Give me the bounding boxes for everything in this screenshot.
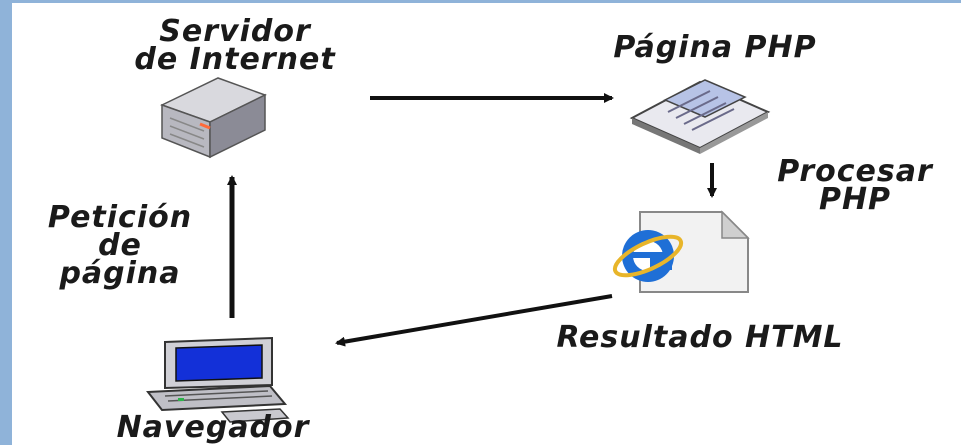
request-label-line3: página <box>59 256 181 291</box>
php-page-icon <box>629 79 771 154</box>
process-label-line2: PHP <box>818 182 892 217</box>
server-icon <box>160 77 267 159</box>
html-ie-document-icon <box>612 210 750 293</box>
label-procesar-php: Procesar PHP <box>760 154 950 217</box>
label-navegador: Navegador <box>78 410 348 445</box>
server-label-line1: Servidor <box>159 14 311 49</box>
computer-browser-icon <box>146 336 290 423</box>
label-pagina-php: Página PHP <box>590 30 840 65</box>
server-label-line2: de Internet <box>134 42 336 77</box>
request-label-line2: de <box>98 228 142 263</box>
browser-label: Navegador <box>116 410 310 445</box>
process-label-line1: Procesar <box>777 154 933 189</box>
result-label: Resultado HTML <box>556 320 844 355</box>
php-page-label: Página PHP <box>613 30 817 65</box>
label-resultado-html: Resultado HTML <box>510 320 890 355</box>
label-peticion-de-pagina: Petición de página <box>30 200 210 291</box>
request-label-line1: Petición <box>47 200 193 235</box>
label-servidor-de-internet: Servidor de Internet <box>120 14 350 77</box>
arrow-html-to-browser <box>335 294 613 347</box>
